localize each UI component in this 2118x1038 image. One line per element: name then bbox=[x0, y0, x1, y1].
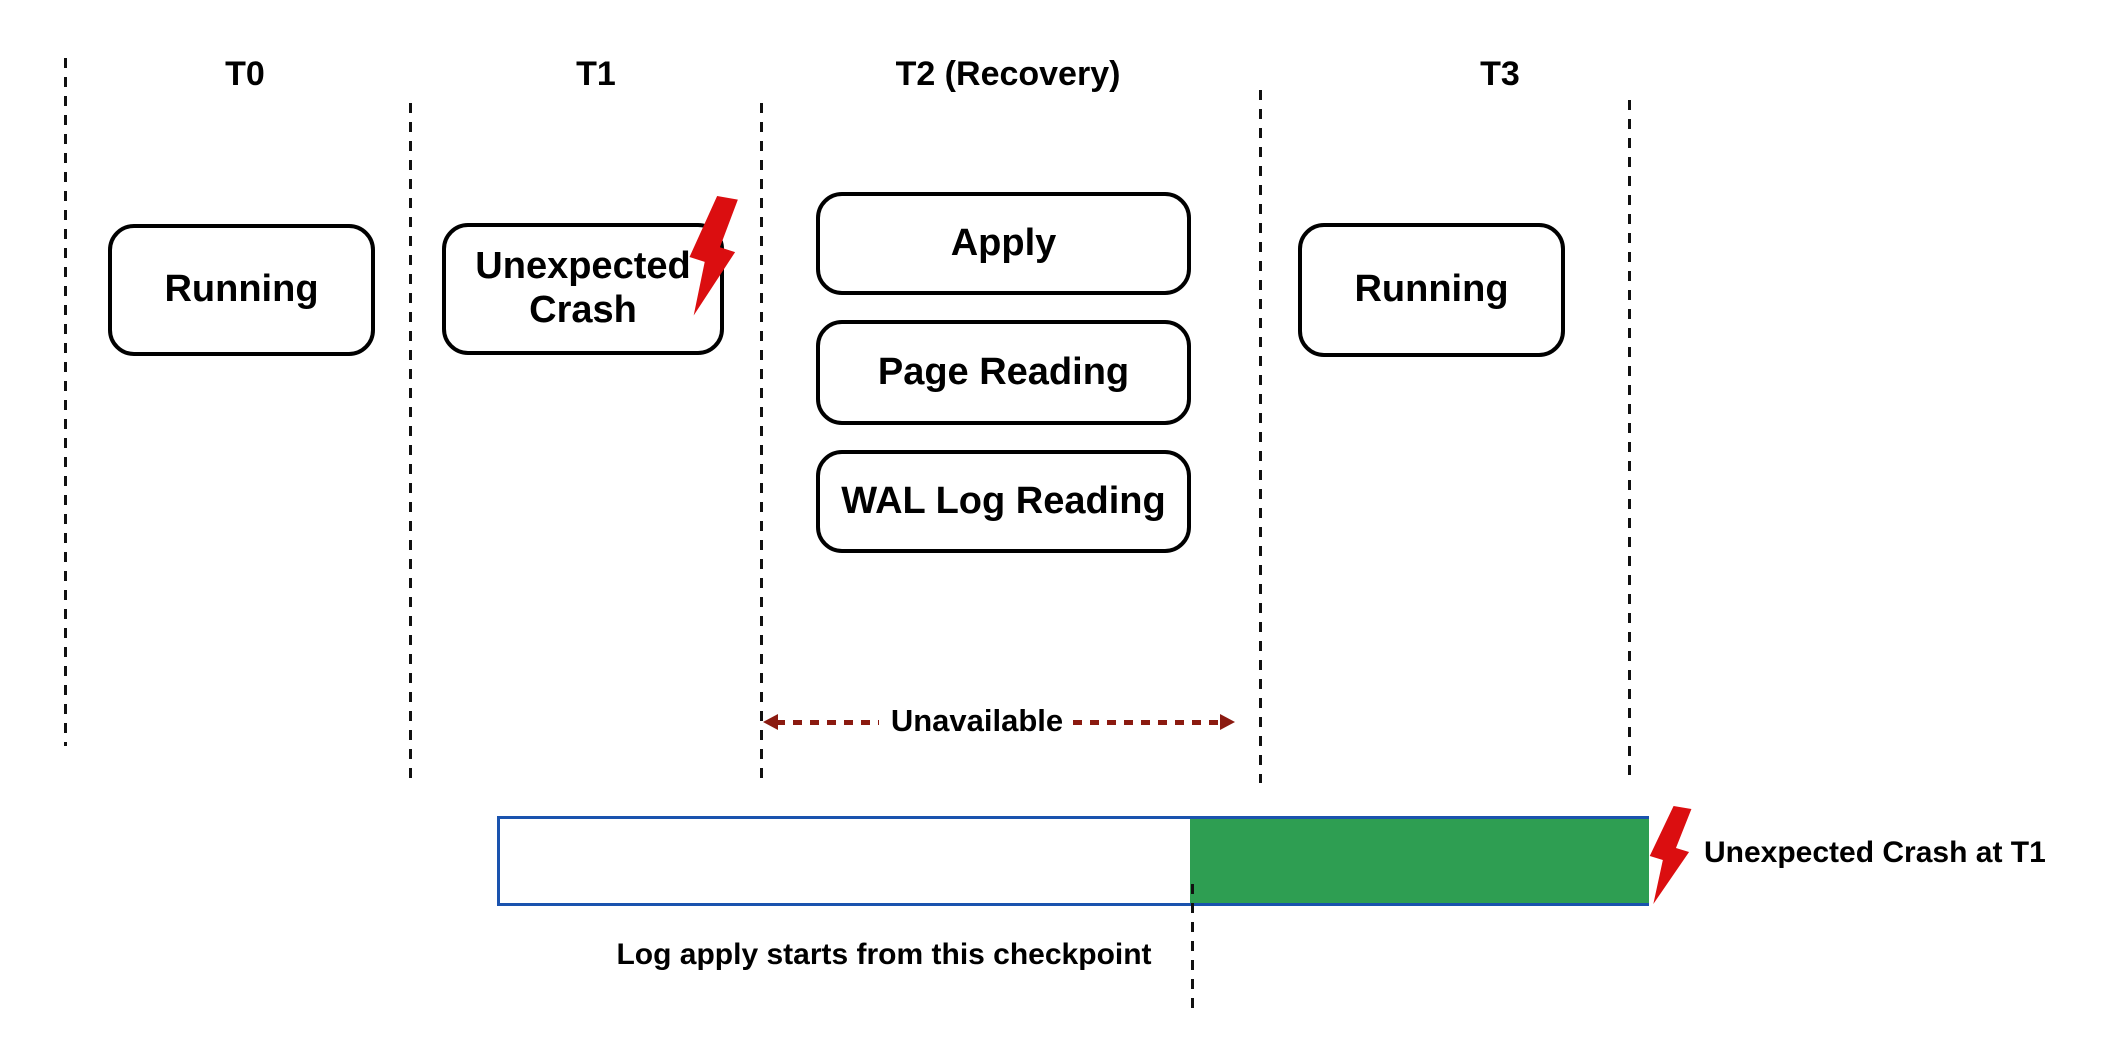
unavailable-label: Unavailable bbox=[890, 703, 1064, 738]
arrow-left-icon bbox=[763, 714, 778, 730]
timeline-divider-1 bbox=[64, 58, 67, 746]
timeline-label-t3: T3 bbox=[1480, 55, 1520, 93]
state-label: Running bbox=[1354, 268, 1509, 311]
checkpoint-marker-line bbox=[1191, 884, 1194, 1016]
recovery-step-box-page-reading: Page Reading bbox=[816, 320, 1191, 425]
timeline-label-t0: T0 bbox=[225, 55, 265, 93]
checkpoint-note: Log apply starts from this checkpoint bbox=[616, 938, 1152, 971]
state-label: Running bbox=[164, 268, 319, 311]
crash-at-t1-note: Unexpected Crash at T1 bbox=[1704, 836, 2046, 869]
unavailable-arrow-left bbox=[763, 714, 879, 730]
recovery-step-box-apply: Apply bbox=[816, 192, 1191, 295]
state-box-running-t0: Running bbox=[108, 224, 375, 356]
recovery-step-label: Page Reading bbox=[877, 350, 1130, 393]
log-bar-applied-segment bbox=[1190, 819, 1649, 903]
unavailable-arrow-right bbox=[1073, 714, 1235, 730]
state-box-running-t3: Running bbox=[1298, 223, 1565, 357]
timeline-label-t1: T1 bbox=[576, 55, 616, 93]
timeline-divider-3 bbox=[760, 103, 763, 783]
recovery-step-label: WAL Log Reading bbox=[841, 479, 1166, 522]
recovery-step-box-wal-log-reading: WAL Log Reading bbox=[816, 450, 1191, 553]
timeline-divider-5 bbox=[1628, 100, 1631, 780]
timeline-divider-4 bbox=[1259, 90, 1262, 783]
arrow-right-icon bbox=[1220, 714, 1235, 730]
lightning-bolt-icon bbox=[684, 196, 742, 318]
timeline-label-t2-recovery: T2 (Recovery) bbox=[895, 55, 1121, 93]
timeline-divider-2 bbox=[409, 103, 412, 783]
state-box-unexpected-crash-t1: Unexpected Crash bbox=[442, 223, 724, 355]
log-bar bbox=[497, 816, 1649, 906]
lightning-bolt-icon bbox=[1645, 806, 1695, 906]
recovery-step-label: Apply bbox=[950, 221, 1057, 264]
state-label: Unexpected Crash bbox=[475, 245, 691, 331]
